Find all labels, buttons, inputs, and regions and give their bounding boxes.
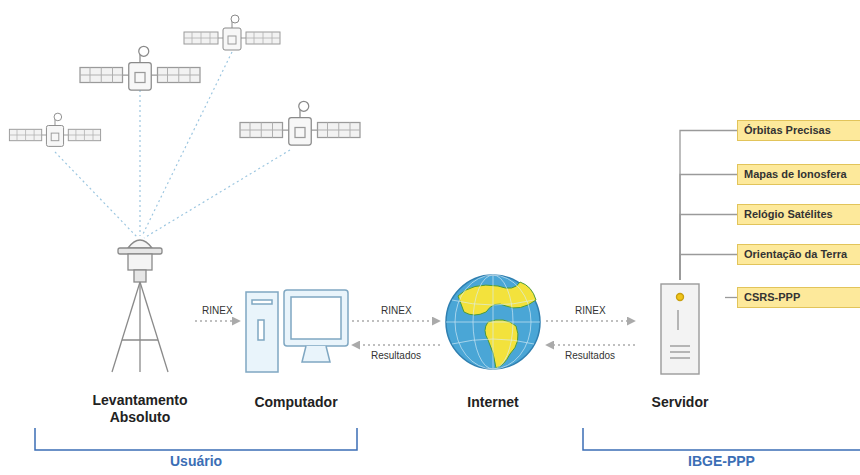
connector (680, 215, 737, 281)
server-symbol (670, 351, 690, 352)
gnss-antenna (140, 282, 168, 372)
gnss-antenna (118, 248, 162, 254)
product-box: Mapas de Ionosfera (737, 164, 860, 185)
globe-symbol (452, 300, 534, 305)
connector (352, 320, 440, 322)
globe-symbol (446, 275, 540, 369)
computer-symbol (302, 346, 330, 362)
gnss-antenna (128, 240, 152, 248)
group-label: IBGE-PPP (688, 453, 755, 469)
globe-symbol (458, 282, 536, 315)
illustration (9, 113, 100, 146)
node-caption: Computador (240, 394, 352, 411)
connector (546, 344, 635, 346)
edge-label: RINEX (200, 305, 235, 316)
server-symbol (661, 284, 699, 374)
edge-label: Resultados (369, 350, 423, 361)
group-bracket (35, 428, 357, 450)
group-bracket (583, 428, 860, 450)
server-symbol (670, 345, 690, 346)
product-box: Órbitas Precisas (737, 120, 860, 141)
connector (725, 297, 737, 298)
node-caption: Levantamento Absoluto (85, 392, 195, 426)
illustration (184, 15, 280, 50)
product-box: CSRS-PPP (737, 287, 860, 308)
illustration (240, 101, 360, 145)
connector (195, 320, 240, 322)
edge-label: Resultados (563, 350, 617, 361)
survey-node: Levantamento Absoluto (85, 232, 195, 426)
gnss-antenna (128, 254, 152, 270)
connector (352, 344, 440, 346)
server-symbol (677, 294, 684, 301)
internet-node: Internet (440, 272, 546, 411)
signal-lines (144, 150, 290, 238)
globe-symbol (446, 275, 540, 369)
computer-symbol (258, 320, 264, 340)
box-label: Mapas de Ionosfera (744, 168, 860, 181)
connector (680, 131, 737, 281)
illustration (80, 46, 200, 90)
box-label: CSRS-PPP (744, 291, 860, 304)
computer-symbol (291, 297, 341, 339)
computer-symbol (284, 290, 348, 346)
product-box: Relógio Satélites (737, 204, 860, 225)
box-label: Relógio Satélites (744, 208, 860, 221)
gnss-antenna (122, 339, 158, 340)
gnss-antenna (112, 282, 140, 372)
group-label: Usuário (170, 453, 222, 469)
signal-lines (139, 90, 140, 236)
edge-label: RINEX (379, 305, 414, 316)
server-symbol (670, 357, 690, 358)
globe-symbol (452, 339, 534, 344)
gnss-antenna (139, 282, 140, 372)
server-symbol (677, 310, 678, 330)
box-label: Órbitas Precisas (744, 124, 860, 137)
connector (680, 255, 737, 281)
product-box: Orientação da Terra (737, 244, 860, 265)
computer-node: Computador (240, 282, 352, 411)
connector (546, 320, 635, 322)
node-caption: Internet (440, 394, 546, 411)
box-label: Orientação da Terra (744, 248, 860, 261)
computer-symbol (246, 290, 348, 372)
server-node: Servidor (635, 280, 725, 411)
group-bracket (35, 428, 860, 450)
connector (680, 175, 737, 281)
server-symbol (661, 284, 699, 374)
signal-lines (55, 152, 138, 238)
edge-label: RINEX (573, 305, 608, 316)
globe-symbol (446, 275, 540, 369)
node-caption: Servidor (635, 394, 725, 411)
computer-symbol (246, 292, 278, 372)
globe-symbol (446, 322, 540, 323)
computer-symbol (252, 300, 272, 304)
gnss-antenna (134, 270, 146, 282)
gnss-antenna (112, 240, 168, 372)
